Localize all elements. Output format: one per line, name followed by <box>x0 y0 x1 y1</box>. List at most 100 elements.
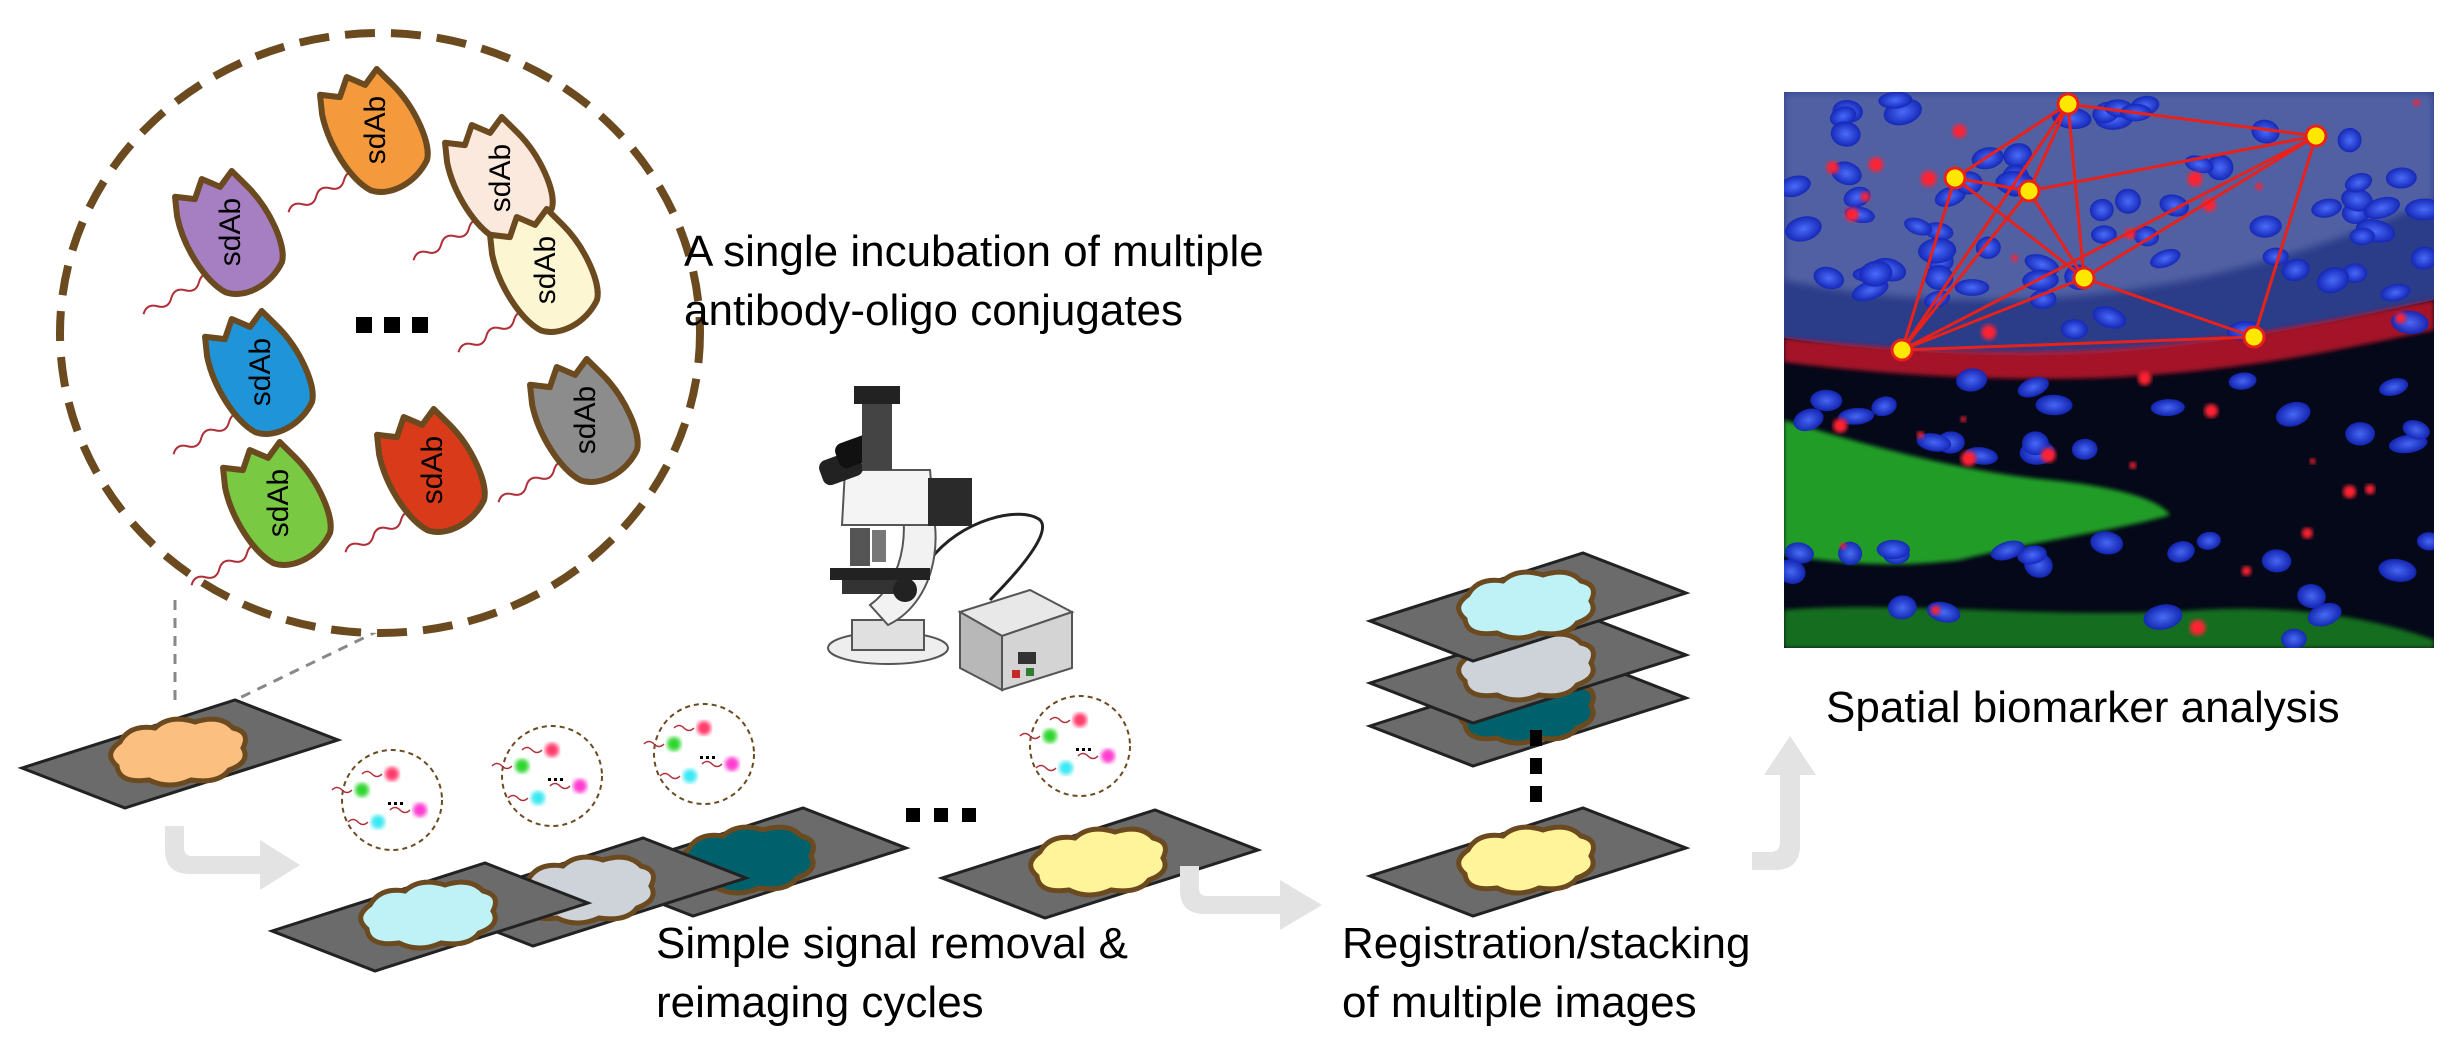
network-node <box>2304 124 2328 148</box>
cell-nucleus <box>2311 198 2342 218</box>
probe-bubble <box>491 725 603 827</box>
cell-nucleus <box>1918 237 1957 264</box>
red-signal <box>2301 527 2313 539</box>
red-signal <box>2202 197 2217 212</box>
antibody-conjugate: sdAb <box>497 355 641 503</box>
antibody-label: sdAb <box>529 236 562 304</box>
cell-nucleus <box>2405 198 2434 221</box>
red-signal <box>2137 371 2152 386</box>
fluorescence-micrograph <box>1784 92 2434 648</box>
tissue-section <box>108 716 248 788</box>
network-node <box>2072 266 2096 290</box>
cell-nucleus <box>2281 258 2310 282</box>
red-signal <box>2040 447 2056 463</box>
cell-nucleus <box>2385 167 2417 189</box>
cell-nucleus <box>1784 559 1806 584</box>
antibody-label: sdAb <box>416 436 449 504</box>
antibody-conjugate: sdAb <box>457 205 601 353</box>
cell-nucleus <box>1843 186 1871 208</box>
caption-cycles: Simple signal removal & reimaging cycles <box>656 914 1128 1033</box>
cell-nucleus <box>2281 628 2307 648</box>
tissue-section <box>1028 826 1168 898</box>
cell-nucleus <box>2024 254 2060 276</box>
cell-nucleus <box>1990 540 2025 561</box>
network-node <box>1890 338 1914 362</box>
cell-nucleus <box>2262 247 2289 266</box>
caption-analysis-line-1: Spatial biomarker analysis <box>1826 683 2340 732</box>
zoom-guide-line-right <box>224 628 381 707</box>
antibody-body <box>487 205 601 335</box>
cell-nucleus <box>2337 127 2362 153</box>
arrow-to-analysis <box>1752 736 1816 870</box>
cell-nucleus <box>2251 119 2280 144</box>
network-edge <box>1900 190 2031 351</box>
spatial-network <box>1890 92 2328 362</box>
cell-nucleus <box>2416 532 2434 551</box>
cell-nucleus <box>2380 283 2411 302</box>
stack-slide-top <box>1365 551 1691 663</box>
initial-tissue-slide <box>17 698 343 810</box>
cell-nucleus <box>2297 584 2326 609</box>
cell-nucleus <box>1878 92 1913 109</box>
cell-nucleus <box>2167 541 2195 563</box>
red-signal <box>2413 99 2421 107</box>
caption-analysis: Spatial biomarker analysis <box>1826 678 2340 737</box>
cell-nucleus <box>2143 604 2183 630</box>
network-edge <box>1900 103 2070 351</box>
antibody-label: sdAb <box>262 469 295 537</box>
registered-image-stack <box>1365 551 1691 918</box>
network-edge <box>2027 103 2070 192</box>
network-node <box>1943 166 1967 190</box>
antibody-label: sdAb <box>569 386 602 454</box>
cell-nucleus <box>1975 236 2001 259</box>
red-signal <box>1916 431 1924 439</box>
antibody-label: sdAb <box>214 198 247 266</box>
red-signal <box>1960 416 1967 423</box>
reimaging-cycles <box>267 695 1263 973</box>
network-edge <box>2067 102 2317 138</box>
cell-nucleus <box>2091 225 2117 244</box>
cell-nucleus <box>2276 401 2311 427</box>
cycle-slide-1 <box>267 861 593 973</box>
cell-nucleus <box>1785 216 1822 242</box>
cell-nucleus <box>2307 602 2342 627</box>
cell-nucleus <box>2159 194 2189 217</box>
cell-nucleus <box>2345 422 2375 446</box>
antibody-body <box>527 355 641 485</box>
caption-registration-line-2: of multiple images <box>1342 978 1697 1028</box>
cell-nucleus <box>2092 306 2127 329</box>
red-signal <box>2241 566 2252 576</box>
antibody-conjugate: sdAb <box>142 167 286 315</box>
cell-nucleus <box>1876 539 1910 560</box>
cell-nucleus <box>2133 225 2159 247</box>
red-signal <box>2189 619 2206 636</box>
network-edge <box>1900 177 1957 351</box>
cell-nucleus <box>2379 378 2409 397</box>
red-signal <box>1981 324 1997 340</box>
antibody-label: sdAb <box>359 96 392 164</box>
arrow-to-cycles <box>165 826 300 890</box>
red-signal <box>2309 458 2316 465</box>
cycle-slide-n <box>937 808 1263 920</box>
antibody-conjugate: sdAb <box>287 65 431 213</box>
antibody-label: sdAb <box>484 144 517 212</box>
red-signal <box>2395 312 2406 324</box>
oligo-strand <box>142 272 214 315</box>
red-signal <box>1952 124 1967 139</box>
oligo-strand <box>344 510 416 553</box>
caption-registration-line-1: Registration/stacking <box>1342 919 1751 968</box>
network-edge <box>1901 276 2085 352</box>
red-signal <box>1961 451 1977 467</box>
network-edge <box>2083 134 2317 280</box>
cell-nucleus <box>2316 267 2350 294</box>
cell-nucleus <box>1793 408 1824 432</box>
cell-nucleus <box>2003 143 2032 168</box>
red-signal <box>1844 207 1859 222</box>
cell-nucleus <box>1831 161 1862 186</box>
cell-nucleus <box>1784 542 1814 564</box>
red-signal <box>2255 182 2263 191</box>
red-signal <box>2011 254 2019 262</box>
cell-nucleus <box>1838 407 1875 425</box>
